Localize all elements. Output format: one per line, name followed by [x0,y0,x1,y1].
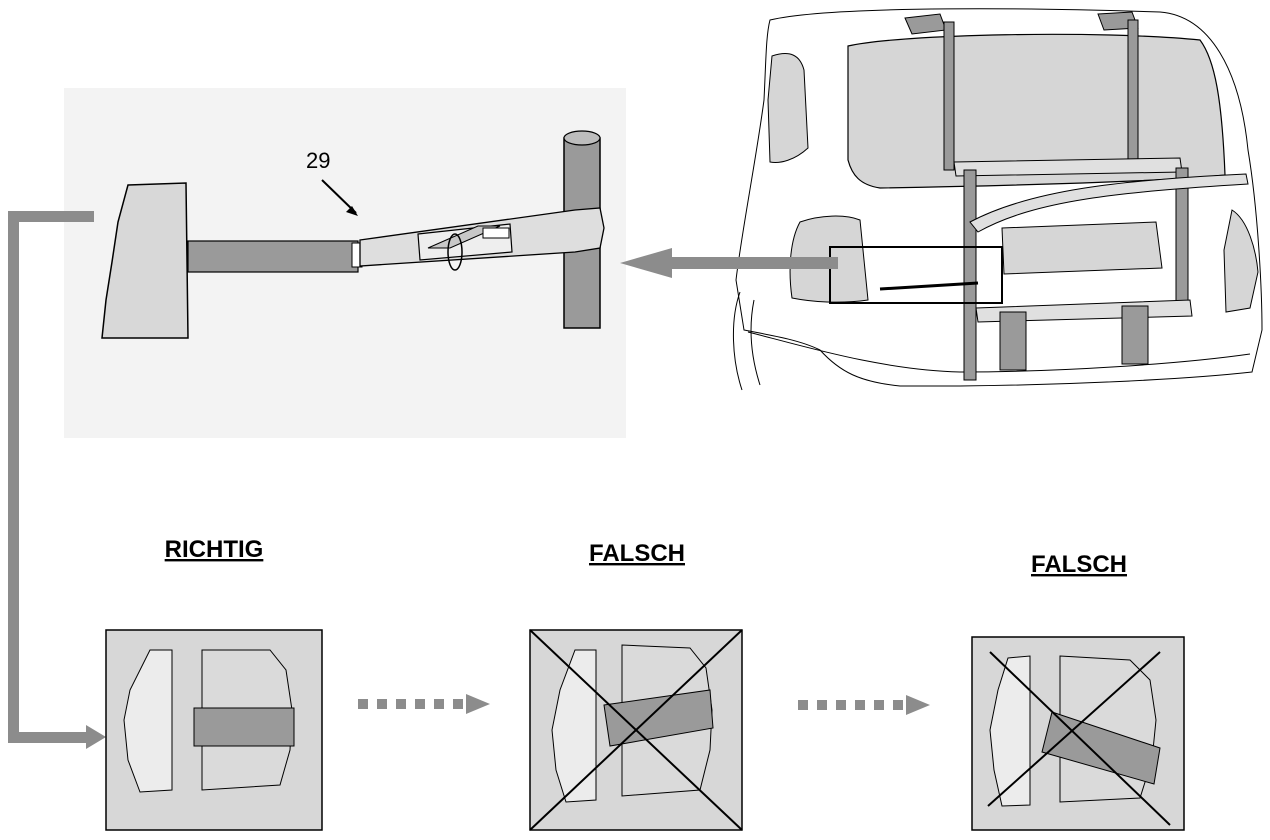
rack-tube-top [563,130,601,146]
dotted-arrow-2 [798,695,930,715]
dotted-arrow-1 [358,694,490,714]
dot [855,700,865,710]
dot [798,700,808,710]
car-body-edge [101,182,189,339]
cross-line-2 [529,629,743,831]
license-plate [1001,221,1163,275]
cross-line-1 [989,651,1171,826]
strap-detail-view: 29 [64,88,626,438]
right-tail-light [1223,209,1259,313]
buckle-lever [427,225,501,249]
cross-line-2 [987,651,1161,807]
panel-wrong-1 [529,629,743,831]
car-surface [123,649,173,793]
dot [893,700,903,710]
rack-vertical-left [963,169,977,381]
buckle-ring [447,233,463,271]
rack-foot-left [999,311,1027,371]
side-window [767,53,809,163]
connector-arrowhead [86,725,106,749]
dotted-arrow-head [906,695,930,715]
dot [817,700,827,710]
dot [453,699,463,709]
car-surface [989,655,1031,807]
heading-correct: RICHTIG [165,536,264,563]
rack-side-strap [879,281,979,291]
strap-dark-section [187,240,359,273]
zoom-arrow-shaft [668,257,838,269]
car-rear-view [732,8,1263,391]
heading-wrong-2: FALSCH [1031,551,1127,578]
rack-upper-strap-left [943,21,955,171]
panel-correct [105,629,323,831]
dot [377,699,387,709]
rack-hook-left [904,13,947,35]
callout-leader [321,179,357,214]
connector-vertical [8,211,19,743]
wheel-arch [732,291,761,391]
rack-bike-arm [969,173,1249,233]
heading-wrong-1: FALSCH [589,540,685,567]
dot [415,699,425,709]
dot [358,699,368,709]
buckle-slot [482,227,510,239]
zoom-arrow-head [620,248,672,278]
dot [396,699,406,709]
highlight-box [829,246,1003,304]
car-surface [551,649,597,803]
dot [434,699,444,709]
connector-top [8,211,94,222]
dot [836,700,846,710]
rack-foot-right [1121,305,1149,365]
dot [874,700,884,710]
part-number-label: 29 [306,148,330,173]
zoom-arrow [620,248,838,278]
rack-upper-strap-right [1127,19,1139,171]
callout-arrowhead [346,206,358,216]
dotted-arrow-head [466,694,490,714]
panel-wrong-2 [971,636,1185,831]
strap-slanted [603,689,714,747]
connector-arrow [8,211,106,749]
connector-bottom [8,732,90,743]
strap-straight [193,707,295,747]
